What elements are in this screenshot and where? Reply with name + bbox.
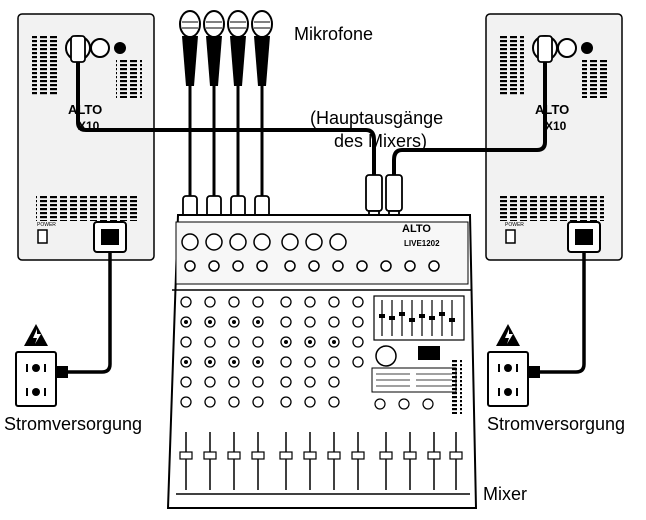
microphone-2 xyxy=(203,10,225,198)
right-speaker-model: X10 xyxy=(545,119,567,133)
main-output-cables xyxy=(76,60,547,175)
power-supply-right-label: Stromversorgung xyxy=(487,414,626,434)
right-speaker-power-label: POWER xyxy=(505,222,524,228)
left-speaker: ALTO X10 POWER xyxy=(17,13,155,261)
right-power-cord xyxy=(532,252,586,374)
mixer-label: Mixer xyxy=(483,484,527,504)
right-speaker: ALTO X10 POWER xyxy=(485,13,623,261)
microphone-1 xyxy=(179,10,201,198)
microphones-label: Mikrofone xyxy=(294,24,374,44)
left-speaker-power-label: POWER xyxy=(37,222,56,228)
left-power-cord xyxy=(60,252,112,374)
right-warning-icon xyxy=(496,324,520,346)
mixer-brand: ALTO xyxy=(402,223,431,235)
left-power-outlet xyxy=(15,351,68,407)
speaker-input-connectors xyxy=(70,35,553,63)
mixer-model: LIVE1202 xyxy=(404,239,440,248)
left-warning-icon xyxy=(24,324,48,346)
microphone-3 xyxy=(227,10,249,198)
mixer-faders xyxy=(179,432,463,490)
main-outputs-label-line1: (Hauptausgänge xyxy=(310,108,444,128)
right-speaker-brand: ALTO xyxy=(535,102,569,117)
main-outputs-label-line2: des Mixers) xyxy=(334,131,428,151)
microphone-4 xyxy=(251,10,273,198)
microphones xyxy=(179,10,273,227)
right-power-outlet xyxy=(487,351,540,407)
mixer-device: ALTO LIVE1202 xyxy=(166,214,478,509)
channel-knobs xyxy=(180,296,364,408)
power-supply-left-label: Stromversorgung xyxy=(4,414,143,434)
left-speaker-brand: ALTO xyxy=(68,102,102,117)
